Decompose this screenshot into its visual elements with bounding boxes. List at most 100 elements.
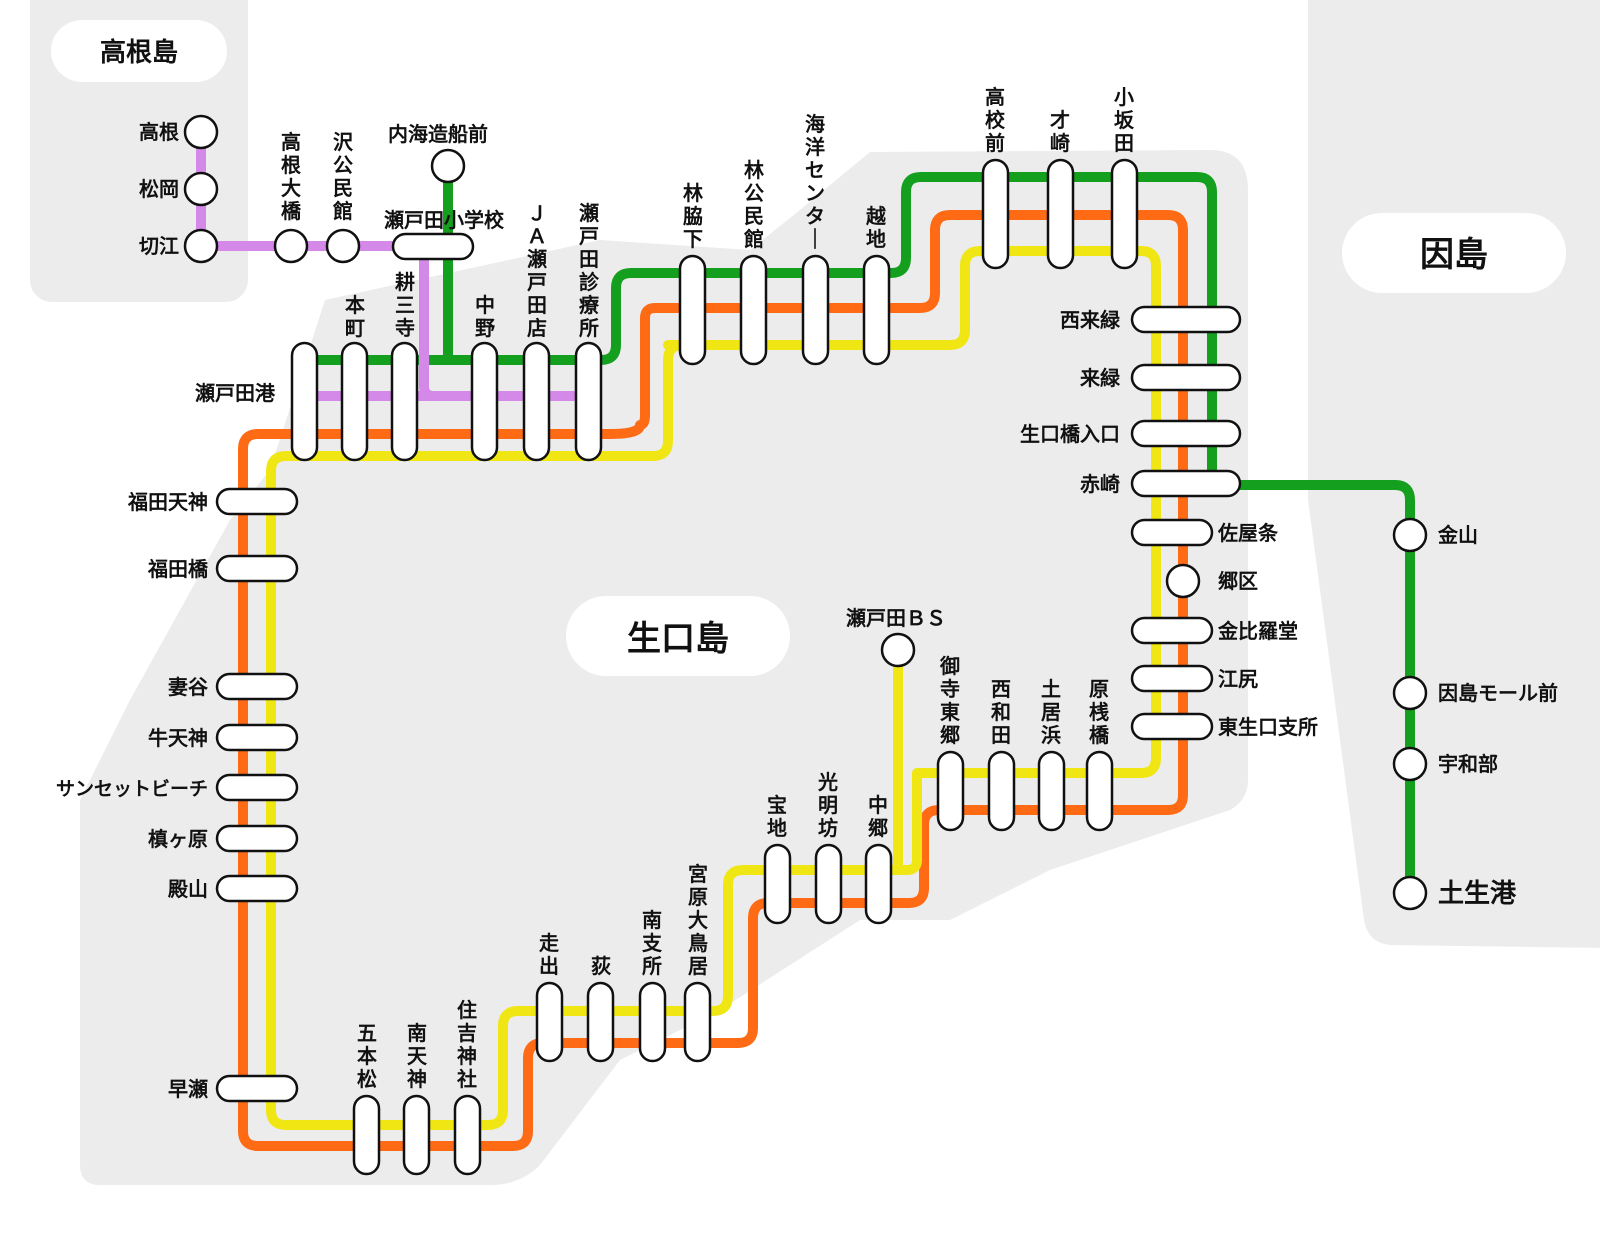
stop-miyahara-otorii[interactable] — [683, 981, 712, 1063]
stop-tonoyama[interactable] — [215, 874, 299, 903]
stop-kanayama[interactable] — [1392, 517, 1428, 553]
stop-sumiyoshi-jinja[interactable] — [453, 1094, 482, 1176]
stop-naikai-zosen-mae[interactable] — [430, 148, 466, 184]
stop-ejiri[interactable] — [1130, 664, 1214, 693]
stop-sayajo[interactable] — [1130, 518, 1214, 547]
island-label-takanejima: 高根島 — [100, 37, 178, 68]
stop-hagi[interactable] — [586, 981, 615, 1063]
stop-uwabe[interactable] — [1392, 746, 1428, 782]
stop-nakago[interactable] — [864, 843, 893, 925]
label-hayashi-kominkan: 林公民館 — [744, 158, 764, 251]
stops — [183, 114, 1428, 1176]
label-ushi-tenjin: 牛天神 — [148, 726, 208, 750]
stop-sunset-beach[interactable] — [215, 773, 299, 802]
label-takaraji: 宝地 — [767, 793, 787, 840]
stop-harasanbashi[interactable] — [1085, 750, 1114, 832]
stop-hayashi-wakishita[interactable] — [678, 254, 707, 366]
stop-nishi-kuroku[interactable] — [1130, 305, 1242, 334]
stop-kosakata[interactable] — [1110, 158, 1139, 270]
stop-minami-tenjin[interactable] — [402, 1094, 431, 1176]
stop-fukuda-tenjin[interactable] — [215, 487, 299, 516]
label-gohonmatsu: 五本松 — [357, 1021, 377, 1091]
stop-fukudabashi[interactable] — [215, 554, 299, 583]
route-green — [306, 172, 1415, 898]
stop-setoda-shinryojo[interactable] — [574, 341, 603, 462]
label-kirie: 切江 — [139, 234, 179, 258]
label-setoda-shogakko: 瀬戸田小学校 — [384, 208, 505, 232]
stop-hayase[interactable] — [215, 1074, 299, 1103]
label-nakano: 中野 — [475, 293, 495, 340]
island-label-ikuchijima: 生口島 — [627, 619, 729, 659]
stop-takane-ohashi[interactable] — [273, 228, 309, 264]
label-setoda-bs: 瀬戸田ＢＳ — [846, 606, 946, 630]
label-sakizaki: 才崎 — [1050, 108, 1070, 155]
label-innoshima-mall-mae: 因島モール前 — [1438, 681, 1558, 705]
route-orange — [238, 210, 1188, 1151]
stop-takaraji[interactable] — [763, 843, 792, 925]
stop-ushi-tenjin[interactable] — [215, 723, 299, 752]
label-nishi-kuroku: 西来緑 — [1060, 308, 1121, 332]
stop-hashiride[interactable] — [535, 981, 564, 1063]
label-kuroku: 来緑 — [1079, 366, 1121, 390]
label-konpira-do: 金比羅堂 — [1217, 619, 1298, 643]
stop-setoda-bs[interactable] — [880, 632, 916, 668]
stop-koshichi[interactable] — [862, 254, 891, 366]
stop-akasaki[interactable] — [1130, 469, 1242, 498]
label-sumiyoshi-jinja: 住吉神社 — [456, 998, 477, 1091]
island-labels: 高根島 生口島 因島 — [51, 20, 1566, 676]
stop-ikuchibashi-iriguchi[interactable] — [1130, 419, 1242, 448]
stop-komyobo[interactable] — [814, 843, 843, 925]
label-mitera-togo: 御寺東郷 — [939, 654, 960, 747]
stop-nakano[interactable] — [470, 341, 499, 462]
stop-hommachi[interactable] — [340, 341, 369, 462]
stop-kosanji[interactable] — [390, 341, 419, 462]
stop-setoda-shogakko[interactable] — [391, 232, 475, 261]
stop-takane[interactable] — [183, 114, 219, 150]
stop-ja-setoda-ten[interactable] — [522, 341, 551, 462]
stop-nishiwada[interactable] — [987, 750, 1016, 832]
label-kosanji: 耕三寺 — [395, 270, 415, 340]
route-yellow — [266, 246, 1161, 1130]
label-takane-ohashi: 高根大橋 — [281, 130, 302, 223]
label-kanayama: 金山 — [1437, 523, 1478, 547]
label-kosakata: 小坂田 — [1114, 85, 1135, 155]
label-koshichi: 越地 — [865, 204, 887, 251]
label-hagi: 荻 — [591, 954, 611, 978]
stop-setoda-ko[interactable] — [290, 341, 319, 462]
stop-koko-mae[interactable] — [981, 158, 1010, 270]
label-ja-setoda-ten: ＪＡ瀬戸田店 — [527, 201, 547, 340]
stop-sakizaki[interactable] — [1046, 158, 1075, 270]
stop-kuroku[interactable] — [1130, 363, 1242, 392]
label-gouku: 郷区 — [1218, 569, 1258, 593]
stop-kaiyo-center[interactable] — [801, 254, 830, 366]
label-naikai-zosen-mae: 内海造船前 — [388, 122, 488, 146]
stop-habu-ko[interactable] — [1392, 875, 1428, 911]
stop-hayashi-kominkan[interactable] — [739, 254, 768, 366]
label-fukudabashi: 福田橋 — [147, 557, 209, 581]
stop-mitera-togo[interactable] — [936, 750, 965, 832]
label-ikuchibashi-iriguchi: 生口橋入口 — [1020, 422, 1120, 446]
label-sawa-kominkan: 沢公民館 — [333, 130, 354, 223]
stop-minami-shisho[interactable] — [638, 981, 667, 1063]
label-setoda-shinryojo: 瀬戸田診療所 — [579, 201, 600, 340]
label-takane: 高根 — [139, 120, 179, 144]
stop-konpira-do[interactable] — [1130, 616, 1214, 645]
routes — [196, 127, 1415, 1151]
stop-kirie[interactable] — [183, 228, 219, 264]
stop-gohonmatsu[interactable] — [352, 1094, 381, 1176]
label-setoda-ko: 瀬戸田港 — [195, 381, 276, 405]
stop-higashi-ikuchi-shisho[interactable] — [1130, 712, 1214, 741]
stop-innoshima-mall-mae[interactable] — [1392, 675, 1428, 711]
label-nakago: 中郷 — [868, 793, 888, 840]
stop-tsumadani[interactable] — [215, 672, 299, 701]
label-akasaki: 赤崎 — [1080, 472, 1120, 496]
stop-gouku[interactable] — [1165, 563, 1201, 599]
label-koko-mae: 高校前 — [985, 85, 1006, 155]
stop-matsuoka[interactable] — [183, 171, 219, 207]
label-fukuda-tenjin: 福田天神 — [127, 490, 208, 514]
stop-sawa-kominkan[interactable] — [325, 228, 361, 264]
stop-makigahara[interactable] — [215, 824, 299, 853]
stop-doihama[interactable] — [1037, 750, 1066, 832]
label-komyobo: 光明坊 — [817, 770, 838, 840]
